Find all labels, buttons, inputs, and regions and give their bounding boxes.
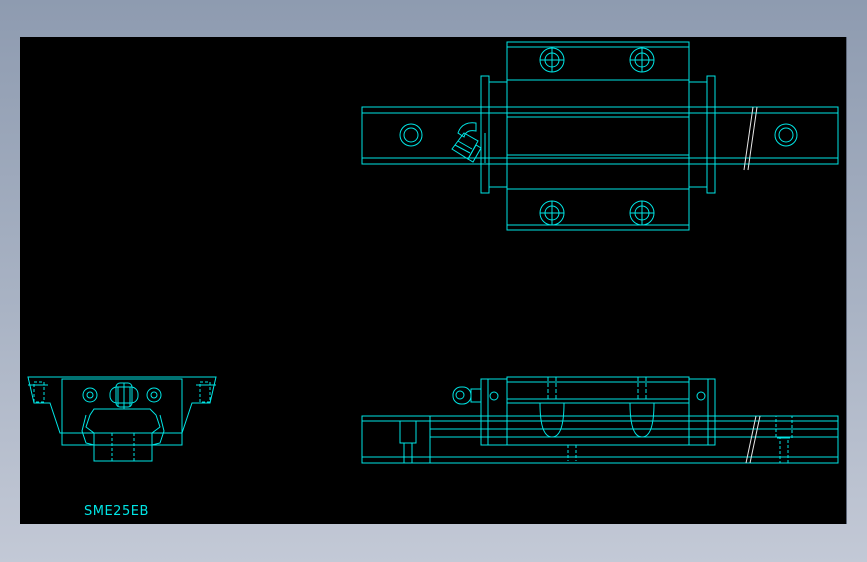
end-cap-right — [688, 378, 716, 446]
part-number-label: SME25EB — [84, 504, 149, 519]
rail-hole-left — [399, 123, 423, 147]
break-line — [743, 106, 754, 171]
rail-side-view — [361, 415, 839, 464]
cad-drawing-canvas[interactable]: SME25EB — [20, 37, 847, 524]
rail-profile — [85, 408, 161, 462]
top-view — [361, 41, 839, 231]
end-seal-right — [688, 81, 708, 188]
mounting-holes — [539, 47, 655, 226]
flange-outline — [27, 376, 217, 434]
end-cap-left — [480, 378, 508, 446]
grease-nipple-side — [452, 386, 482, 405]
grease-nipple-top — [451, 122, 482, 163]
drawing-svg — [27, 41, 839, 464]
side-view — [361, 376, 839, 464]
rail-top-view — [361, 106, 839, 165]
block-body-front — [61, 378, 183, 446]
carriage-block-side — [506, 376, 690, 446]
carriage-block-top — [506, 41, 690, 231]
front-view — [27, 376, 217, 462]
rail-hole-right — [774, 123, 798, 147]
